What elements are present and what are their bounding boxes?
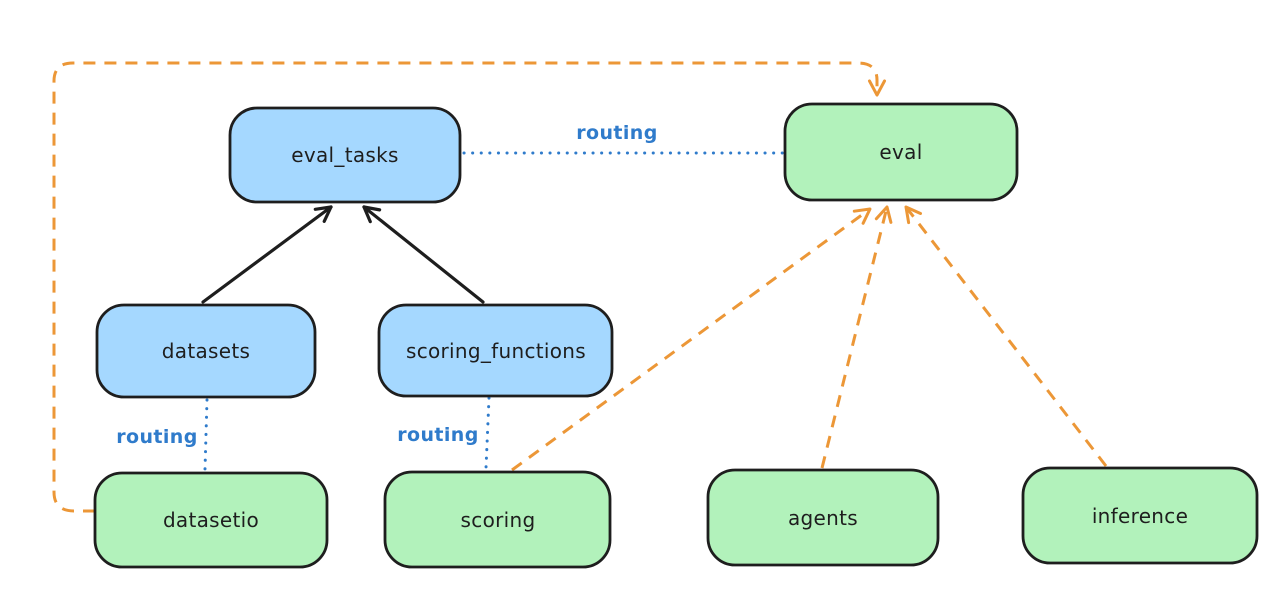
routing-label-top: routing [576,122,657,144]
routing-label-scoring: routing [397,424,478,446]
edge-agents-eval [820,205,893,469]
edge-scoring-functions-eval-tasks [362,205,485,304]
node-scoring-functions: scoring_functions [377,303,614,398]
node-scoring-box [383,470,612,569]
node-eval-box [783,102,1019,202]
edge-inference-eval [904,205,1108,467]
routing-label-datasetio: routing [116,426,197,448]
node-eval-tasks-label: eval_tasks [291,143,398,167]
node-datasets: datasets [95,303,317,399]
node-scoring-functions-label: scoring_functions [406,339,586,363]
node-datasetio-label: datasetio [163,508,259,532]
node-agents-label: agents [788,506,858,530]
node-eval-label: eval [879,140,922,164]
node-datasetio: datasetio [93,471,329,569]
node-scoring-functions-box [377,303,614,398]
node-eval-tasks-box [228,106,462,204]
node-scoring: scoring [383,470,612,569]
edge-scoring-eval [511,207,872,472]
node-datasetio-box [93,471,329,569]
node-inference-label: inference [1092,504,1188,528]
node-eval-tasks: eval_tasks [228,106,462,204]
node-eval: eval [783,102,1019,202]
node-inference: inference [1021,466,1259,565]
node-scoring-label: scoring [461,508,536,532]
edge-scoring-functions-scoring-routing [484,396,491,470]
node-agents: agents [706,468,940,567]
node-inference-box [1021,466,1259,565]
node-datasets-box [95,303,317,399]
edge-datasets-eval-tasks [201,205,333,304]
node-agents-box [706,468,940,567]
node-datasets-label: datasets [162,339,250,363]
edge-datasets-datasetio-routing [203,398,209,471]
